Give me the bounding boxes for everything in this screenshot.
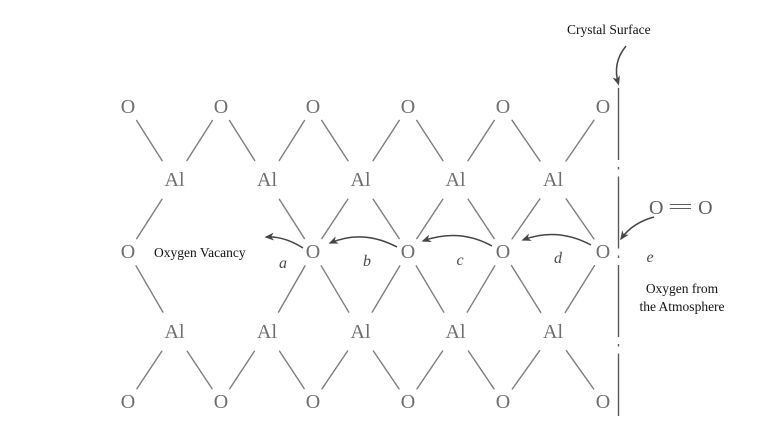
bond-line bbox=[136, 350, 163, 390]
atom-Al: Al bbox=[257, 321, 277, 343]
crystal-surface-label: Crystal Surface bbox=[567, 22, 651, 37]
atom-Al: Al bbox=[543, 169, 563, 191]
bond-line bbox=[511, 119, 541, 162]
hop-arrows bbox=[264, 45, 655, 416]
atom-O: O bbox=[596, 96, 610, 118]
bond-line bbox=[466, 265, 496, 313]
oxygen-molecule-left-o: O bbox=[649, 197, 664, 219]
atom-O: O bbox=[496, 96, 510, 118]
bond-line bbox=[278, 350, 305, 390]
hop-arrow-c bbox=[421, 234, 493, 247]
bond-line bbox=[511, 198, 541, 240]
atom-O: O bbox=[121, 391, 135, 413]
atom-O: O bbox=[401, 391, 415, 413]
atom-O: O bbox=[121, 241, 135, 263]
oxygen-from-atmosphere-line1: Oxygen from bbox=[645, 281, 719, 296]
bond-line bbox=[278, 119, 306, 162]
bond-line bbox=[416, 198, 444, 240]
oxygen-from-atmosphere-label: Oxygen from the Atmosphere bbox=[628, 280, 736, 316]
bond-line bbox=[228, 119, 256, 162]
bond-line bbox=[229, 350, 256, 390]
hop-label-c: c bbox=[456, 252, 464, 269]
bond-line bbox=[511, 350, 541, 390]
bond-line bbox=[135, 265, 164, 313]
atom-Al: Al bbox=[165, 169, 185, 191]
hop-label-b: b bbox=[363, 253, 371, 270]
bond-line bbox=[372, 119, 400, 162]
crystal-surface-pointer-arrow bbox=[612, 45, 627, 86]
hop-arrow-b bbox=[328, 236, 398, 248]
bond-line bbox=[320, 265, 350, 313]
hop-label-a: a bbox=[279, 255, 287, 272]
bond-line bbox=[321, 198, 349, 240]
atom-O: O bbox=[596, 391, 610, 413]
atom-O: O bbox=[496, 391, 510, 413]
atom-O: O bbox=[121, 96, 135, 118]
atom-Al: Al bbox=[351, 169, 371, 191]
atom-Al: Al bbox=[257, 169, 277, 191]
atom-O: O bbox=[401, 96, 415, 118]
bond-line bbox=[467, 119, 495, 162]
atom-Al: Al bbox=[446, 321, 466, 343]
bond-line bbox=[372, 350, 400, 390]
hop-arrow-a bbox=[264, 232, 304, 249]
bond-line bbox=[416, 350, 444, 390]
bond-line bbox=[321, 350, 349, 390]
atom-O: O bbox=[496, 241, 510, 263]
bond-line bbox=[467, 198, 495, 240]
atom-Al: Al bbox=[446, 169, 466, 191]
bond-lines bbox=[135, 119, 596, 390]
atom-Al: Al bbox=[351, 321, 371, 343]
bond-line bbox=[467, 350, 495, 390]
bond-line bbox=[372, 198, 400, 240]
hop-label-e: e bbox=[646, 249, 654, 266]
bond-line bbox=[186, 119, 214, 162]
bond-line bbox=[565, 119, 595, 162]
hop-arrow-d bbox=[521, 233, 592, 246]
bond-line bbox=[135, 198, 163, 240]
oxygen-from-atmosphere-line2: the Atmosphere bbox=[639, 299, 725, 314]
atom-O: O bbox=[306, 391, 320, 413]
bond-line bbox=[510, 264, 542, 314]
atom-O: O bbox=[596, 241, 610, 263]
bond-line bbox=[565, 350, 595, 390]
bond-line bbox=[415, 265, 445, 313]
oxygen-molecule-right-o: O bbox=[698, 197, 713, 219]
bond-line bbox=[186, 350, 213, 390]
atom-Al: Al bbox=[543, 321, 563, 343]
bond-line bbox=[416, 119, 444, 162]
oxygen-vacancy-label: Oxygen Vacancy bbox=[154, 245, 246, 260]
bond-line bbox=[135, 119, 163, 162]
bond-line bbox=[565, 198, 595, 240]
hop-arrow-e bbox=[620, 216, 655, 241]
hop-label-d: d bbox=[554, 250, 562, 267]
bond-line bbox=[278, 198, 306, 240]
double-bond: = bbox=[667, 197, 694, 218]
bond-line bbox=[371, 265, 401, 313]
atom-O: O bbox=[214, 391, 228, 413]
atom-O: O bbox=[401, 241, 415, 263]
oxygen-molecule: O = O bbox=[649, 197, 713, 219]
atom-O: O bbox=[214, 96, 228, 118]
atom-O: O bbox=[306, 241, 320, 263]
atom-Al: Al bbox=[165, 321, 185, 343]
atom-O: O bbox=[306, 96, 320, 118]
bond-line bbox=[564, 264, 596, 314]
bond-line bbox=[277, 265, 306, 313]
bond-line bbox=[321, 119, 349, 162]
